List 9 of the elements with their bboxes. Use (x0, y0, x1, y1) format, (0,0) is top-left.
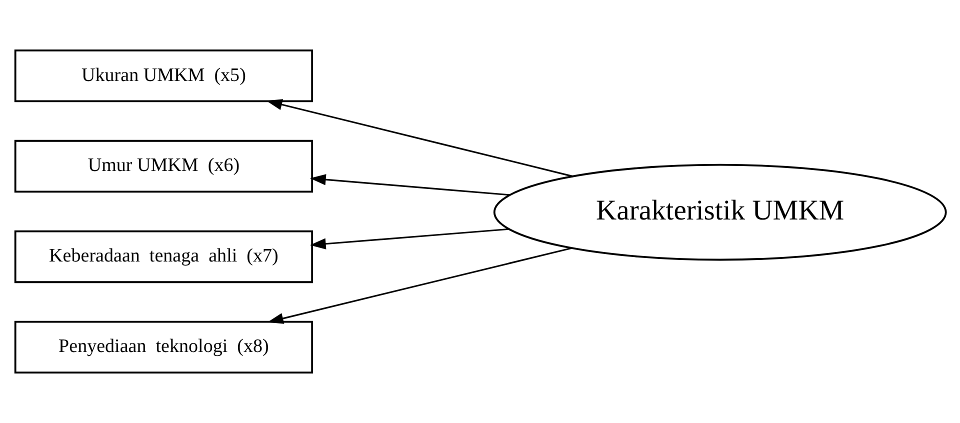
arrow (266, 247, 572, 324)
node-box: Penyediaan teknologi (x8) (14, 320, 313, 374)
node-box: Umur UMKM (x6) (14, 140, 313, 193)
node-box: Ukuran UMKM (x5) (14, 49, 313, 102)
arrow (266, 99, 573, 178)
arrow (309, 228, 509, 250)
node-box: Keberadaan tenaga ahli (x7) (14, 230, 313, 284)
node-ellipse: Karakteristik UMKM (492, 164, 946, 261)
arrow (309, 174, 510, 196)
